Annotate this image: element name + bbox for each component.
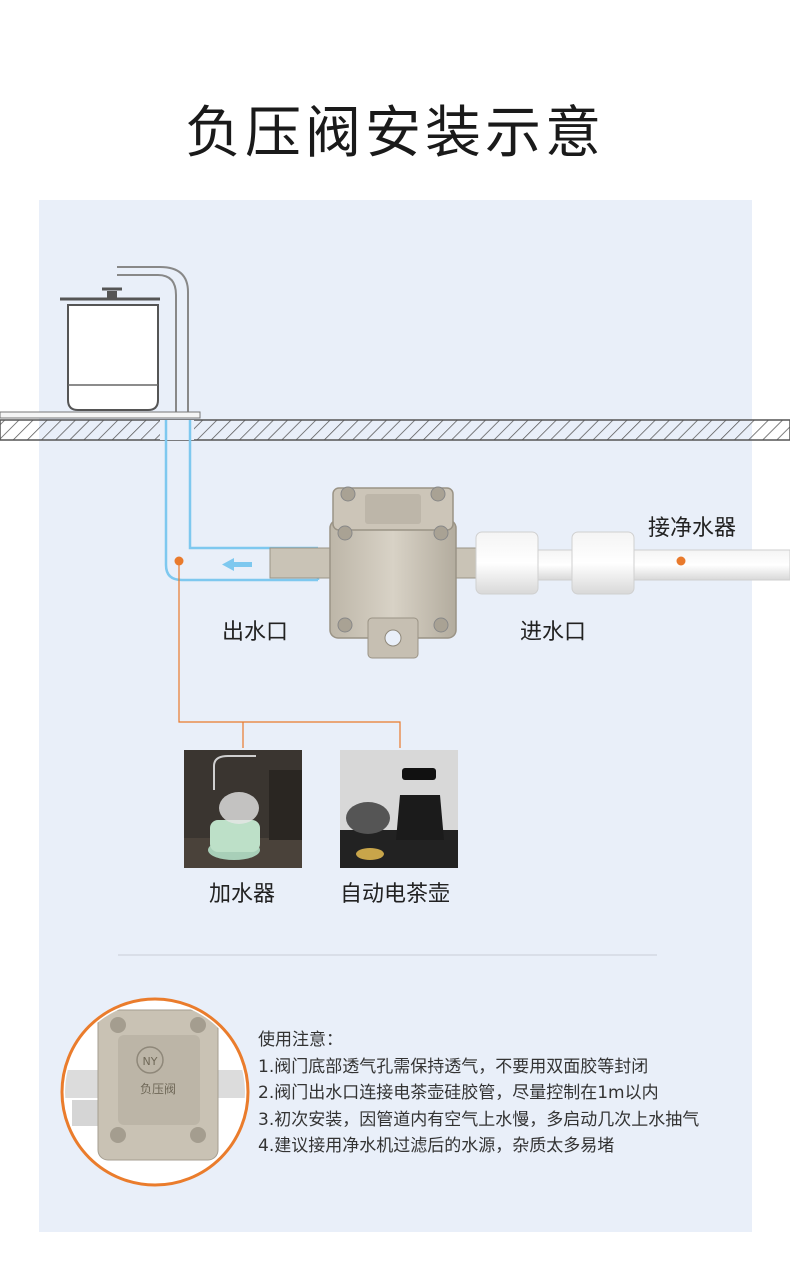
notes-heading: 使用注意： [258,1027,699,1054]
kettle-label: 自动电茶壶 [340,876,450,908]
kettle-photo [340,750,458,868]
valve-mark: 负压阀 [140,1082,176,1096]
inlet-label: 进水口 [520,614,586,646]
purifier-label: 接净水器 [648,510,736,542]
note-item: 2.阀门出水口连接电茶壶硅胶管，尽量控制在1m以内 [258,1080,699,1107]
countertop [0,420,790,440]
push-fitting [476,532,538,594]
outlet-label: 出水口 [222,614,288,646]
note-item: 3.初次安装，因管道内有空气上水慢，多启动几次上水抽气 [258,1107,699,1134]
note-item: 1.阀门底部透气孔需保持透气，不要用双面胶等封闭 [258,1054,699,1081]
push-fitting [572,532,634,594]
note-item: 4.建议接用净水机过滤后的水源，杂质太多易堵 [258,1133,699,1160]
kettle-icon [60,289,160,410]
valve-icon [330,487,456,658]
dispenser-photo [184,750,302,868]
arrow-left-icon [222,558,252,571]
dispenser-label: 加水器 [209,876,275,908]
valve-logo: NY [143,1055,158,1068]
usage-notes: 使用注意： 1.阀门底部透气孔需保持透气，不要用双面胶等封闭 2.阀门出水口连接… [258,1027,699,1160]
